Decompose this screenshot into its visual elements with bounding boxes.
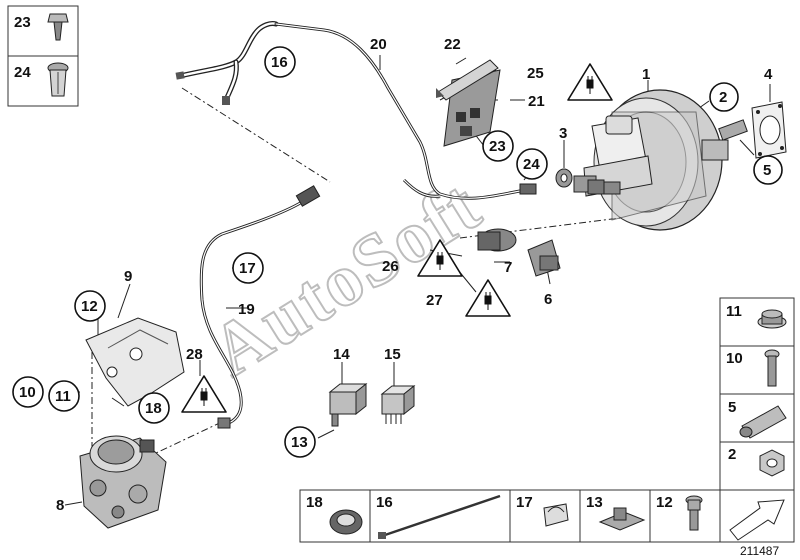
svg-text:12: 12 [81, 298, 98, 315]
legend-label-18: 18 [306, 494, 323, 511]
warning-symbols [181, 63, 613, 413]
callout-7: 7 [504, 259, 512, 276]
callout-3: 3 [559, 125, 567, 142]
callout-27: 27 [426, 292, 443, 309]
legend-label-24: 24 [14, 64, 31, 81]
svg-text:2: 2 [719, 89, 727, 106]
callout-10: 10 [12, 376, 44, 408]
callout-17: 17 [232, 252, 264, 284]
callout-9: 9 [124, 268, 132, 285]
relay-14 [328, 382, 368, 427]
legend-label-10: 10 [726, 350, 743, 367]
plug-warning-icon-28 [181, 375, 227, 413]
callout-28: 28 [186, 346, 203, 363]
plug-warning-icon-25 [567, 63, 613, 101]
svg-text:13: 13 [291, 434, 308, 451]
legend-top-left: 23 24 [7, 5, 79, 107]
vacuum-pump [79, 435, 167, 529]
legend-bottom: 18 16 17 13 12 [299, 489, 795, 543]
callout-2: 2 [709, 82, 739, 112]
callout-24: 24 [516, 148, 548, 180]
cover-strip [436, 59, 499, 101]
hex-screw-icon [685, 495, 703, 531]
callouts: 1 2 3 4 5 6 7 8 9 10 11 12 13 14 [12, 36, 783, 514]
legend-label-11: 11 [726, 303, 742, 320]
legend-label-17: 17 [516, 494, 533, 511]
fork-pin-icon [739, 405, 787, 439]
svg-text:17: 17 [239, 260, 256, 277]
pump-bracket [85, 317, 185, 407]
legend-label-16: 16 [376, 494, 393, 511]
callout-13: 13 [284, 426, 316, 458]
callout-25: 25 [527, 65, 544, 82]
legend-label-23: 23 [14, 14, 31, 31]
arrow-icon [729, 499, 785, 541]
relay-15 [380, 384, 416, 424]
callout-15: 15 [384, 346, 401, 363]
svg-text:16: 16 [271, 54, 288, 71]
pressure-sensor [477, 228, 561, 277]
legend-right: 11 10 5 2 [719, 297, 795, 491]
svg-text:23: 23 [489, 138, 506, 155]
svg-text:5: 5 [763, 162, 771, 179]
callout-4: 4 [764, 66, 773, 83]
callout-20: 20 [370, 36, 387, 53]
reference-number: 211487 [740, 544, 779, 558]
bracket-clip-icon [598, 507, 646, 531]
callout-19: 19 [238, 301, 255, 318]
svg-text:24: 24 [523, 156, 540, 173]
svg-text:18: 18 [145, 400, 162, 417]
hex-nut-icon [759, 449, 785, 477]
grommet-icon [329, 509, 363, 535]
callout-1: 1 [642, 66, 650, 83]
cable-tie-icon [378, 494, 501, 539]
callout-23: 23 [482, 130, 514, 162]
svg-text:11: 11 [55, 388, 71, 405]
rubber-mount-icon [757, 309, 787, 329]
legend-label-12: 12 [656, 494, 673, 511]
callout-12: 12 [74, 290, 106, 322]
spreading-rivet-icon [47, 62, 69, 97]
callout-14: 14 [333, 346, 350, 363]
plug-warning-icon-27 [465, 279, 511, 317]
clip-nut-icon [47, 13, 69, 41]
callout-5: 5 [753, 155, 783, 185]
gasket [751, 101, 787, 159]
legend-label-13: 13 [586, 494, 603, 511]
callout-21: 21 [528, 93, 545, 110]
plug-warning-icon-26 [417, 239, 463, 277]
callout-18: 18 [138, 392, 170, 424]
svg-text:10: 10 [19, 384, 36, 401]
callout-8: 8 [56, 497, 64, 514]
grommet [555, 168, 573, 188]
brake-vacuum-lines [175, 21, 537, 429]
master-cylinder [573, 115, 653, 197]
legend-label-5: 5 [728, 399, 736, 416]
legend-label-2: 2 [728, 446, 736, 463]
callout-11: 11 [48, 380, 80, 412]
callout-26: 26 [382, 258, 399, 275]
callout-22: 22 [444, 36, 461, 53]
callout-16: 16 [264, 46, 296, 78]
pipe-clip-icon [543, 503, 569, 527]
callout-6: 6 [544, 291, 552, 308]
bolt-icon [764, 349, 780, 387]
